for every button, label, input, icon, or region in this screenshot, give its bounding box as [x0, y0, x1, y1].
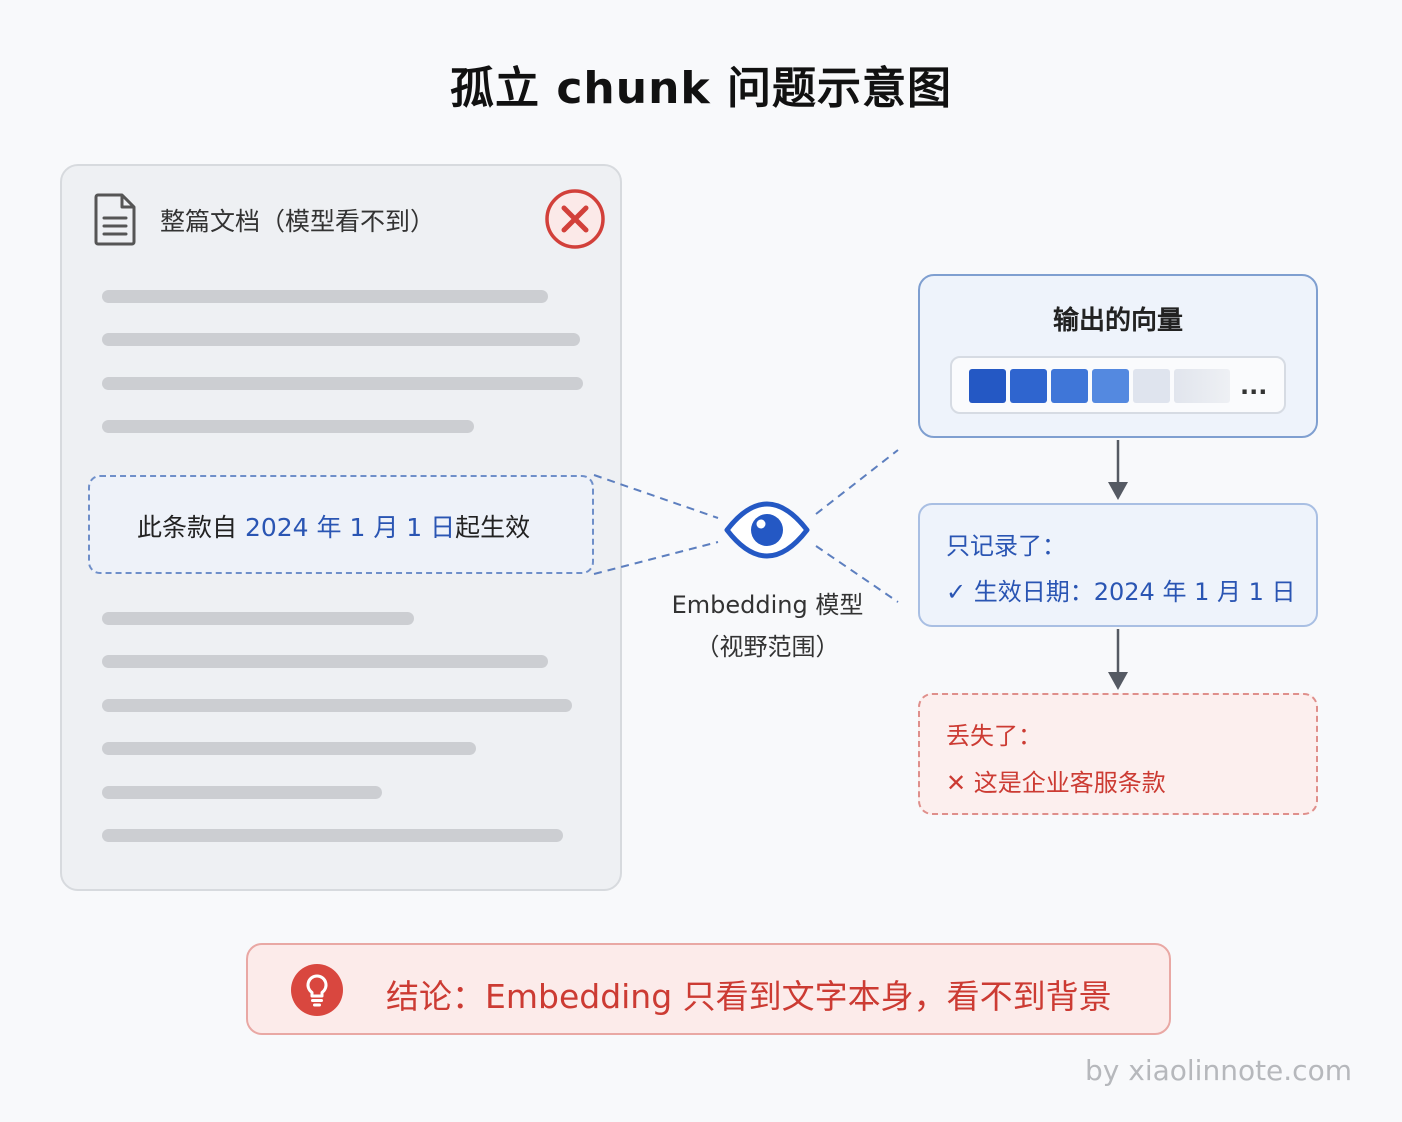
vector-more: ...: [1240, 372, 1268, 400]
chunk-date: 2024 年 1 月 1 日: [244, 513, 456, 542]
vector-cell: [1051, 369, 1088, 403]
document-title: 整篇文档（模型看不到）: [160, 207, 436, 236]
vector-cell: [1174, 369, 1230, 403]
vector-title: 输出的向量: [1052, 306, 1183, 336]
model-scope: （视野范围）: [695, 633, 840, 661]
chunk-prefix: 此条款自: [137, 513, 245, 542]
text-line-placeholder: [102, 420, 474, 433]
eye-icon: [724, 501, 810, 559]
text-line-placeholder: [102, 699, 572, 712]
conclusion-text: 结论：Embedding 只看到文字本身，看不到背景: [386, 977, 1112, 1016]
cross-icon: ✕: [946, 769, 967, 797]
diagram-title: 孤立 chunk 问题示意图: [450, 63, 952, 114]
lightbulb-icon: [291, 964, 343, 1016]
text-line-placeholder: [102, 377, 583, 390]
recorded-item-text: 生效日期：2024 年 1 月 1 日: [973, 578, 1296, 606]
lost-item: ✕ 这是企业客服条款: [946, 763, 1166, 798]
conclusion-box: [246, 943, 1171, 1035]
view-line-lower-left: [593, 541, 719, 575]
lost-heading: 丢失了：: [946, 722, 1042, 750]
recorded-item: ✓ 生效日期：2024 年 1 月 1 日: [946, 572, 1296, 607]
model-label: Embedding 模型 （视野范围）: [640, 584, 895, 668]
vector-cell: [1010, 369, 1047, 403]
arrow-down-icon: [1108, 629, 1128, 690]
chunk-text: 此条款自 2024 年 1 月 1 日起生效: [137, 508, 530, 544]
text-line-placeholder: [102, 655, 548, 668]
vector-cell: [969, 369, 1006, 403]
model-name: Embedding 模型: [671, 591, 864, 619]
vector-cell: [1133, 369, 1170, 403]
check-icon: ✓: [946, 578, 967, 606]
view-line-upper-right: [815, 449, 899, 515]
close-circle-icon: [545, 189, 605, 249]
arrow-down-icon: [1108, 440, 1128, 500]
document-icon: [94, 193, 136, 246]
text-line-placeholder: [102, 786, 382, 799]
text-line-placeholder: [102, 612, 414, 625]
text-line-placeholder: [102, 742, 476, 755]
text-line-placeholder: [102, 829, 563, 842]
recorded-heading: 只记录了：: [946, 532, 1066, 560]
text-line-placeholder: [102, 333, 580, 346]
text-line-placeholder: [102, 290, 548, 303]
chunk-suffix: 起生效: [455, 513, 531, 542]
lost-item-text: 这是企业客服条款: [973, 769, 1166, 797]
watermark: by xiaolinnote.com: [1085, 1054, 1352, 1087]
view-line-upper-left: [593, 474, 719, 519]
recorded-box: [918, 503, 1318, 627]
lost-box: [918, 693, 1318, 815]
vector-cell: [1092, 369, 1129, 403]
chunk-box: [88, 475, 594, 574]
view-line-lower-right: [815, 545, 899, 603]
